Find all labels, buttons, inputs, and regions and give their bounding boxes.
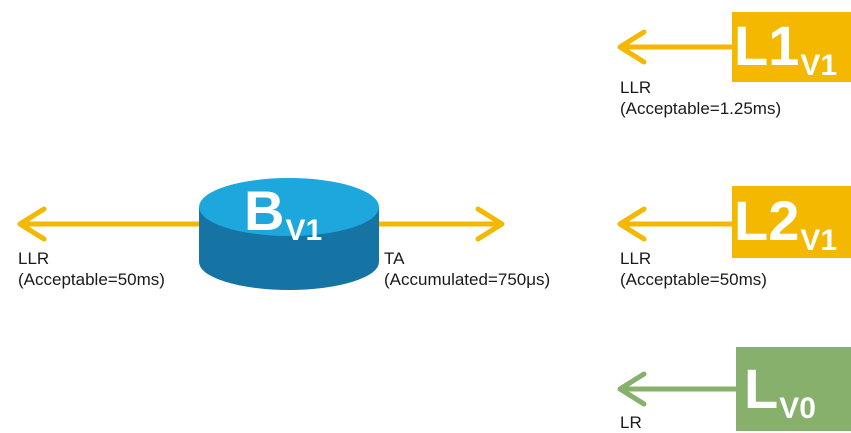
node-l2-label-line2: (Acceptable=50ms) [620, 270, 767, 289]
router-left-arrow [17, 206, 205, 242]
node-l2-letter: L2 [734, 189, 800, 252]
node-l2-label: LLR (Acceptable=50ms) [620, 248, 767, 290]
node-l2-subscript: V1 [800, 224, 838, 257]
l1-arrow [617, 29, 736, 65]
node-lv0-label: LR [620, 412, 642, 433]
router-letter: B [244, 179, 285, 242]
router-left-label-line1: LLR [18, 249, 50, 268]
router-right-label-line2: (Accumulated=750μs) [384, 270, 551, 289]
node-lv0-label-line1: LR [620, 413, 642, 432]
router-left-label-line2: (Acceptable=50ms) [18, 270, 165, 289]
node-l1-label: LLR (Acceptable=1.25ms) [620, 77, 781, 119]
node-lv0-subscript: V0 [779, 392, 816, 425]
node-l2-box: L2V1 [732, 186, 851, 258]
node-l1-subscript: V1 [800, 49, 838, 82]
node-l2-label-line1: LLR [620, 249, 652, 268]
node-l1-label-line2: (Acceptable=1.25ms) [620, 99, 782, 118]
node-lv0-box: LV0 [736, 347, 851, 431]
router-right-label: TA (Accumulated=750μs) [384, 248, 550, 290]
router-subscript: V1 [285, 214, 323, 247]
node-l1-letter: L1 [734, 14, 800, 77]
router-right-label-line1: TA [384, 249, 405, 268]
node-l1-label-line1: LLR [620, 78, 652, 97]
node-lv0-letter: L [744, 357, 779, 420]
router-left-label: LLR (Acceptable=50ms) [18, 248, 165, 290]
router-icon [199, 178, 379, 290]
router-name: BV1 [244, 183, 322, 248]
l2-arrow [617, 206, 736, 242]
router-right-arrow [378, 206, 505, 242]
node-l1-box: L1V1 [732, 12, 851, 82]
lv0-arrow [617, 371, 736, 407]
